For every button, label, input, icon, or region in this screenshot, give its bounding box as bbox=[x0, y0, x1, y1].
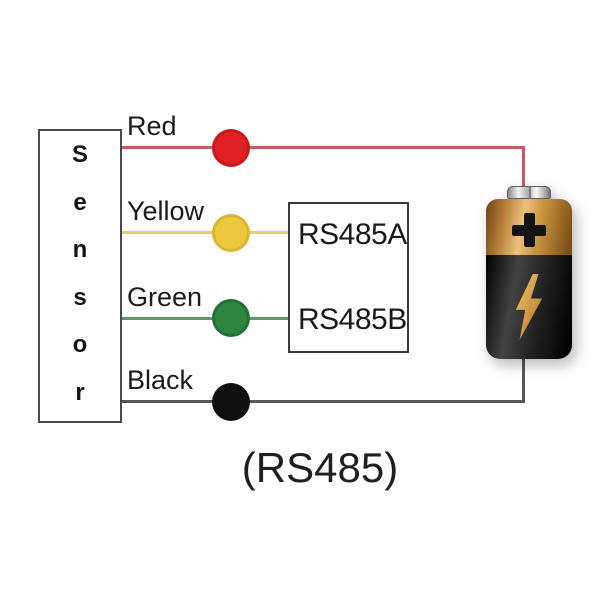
rs485-module-box: RS485A RS485B bbox=[288, 202, 409, 353]
sensor-box: S e n s o r bbox=[38, 129, 122, 423]
sensor-letter: n bbox=[72, 236, 88, 264]
green-connector-dot bbox=[212, 299, 250, 337]
rs485a-port-label: RS485A bbox=[298, 218, 407, 251]
red-connector-dot bbox=[212, 129, 250, 167]
green-wire bbox=[122, 317, 288, 320]
sensor-letter: e bbox=[73, 188, 87, 216]
plus-icon bbox=[512, 213, 546, 247]
red-wire bbox=[122, 146, 525, 149]
red-wire-vertical bbox=[522, 146, 525, 188]
diagram-caption: (RS485) bbox=[241, 444, 399, 491]
battery-terminal-cap bbox=[507, 186, 551, 199]
black-wire-label: Black bbox=[127, 365, 194, 395]
black-connector-dot bbox=[212, 383, 250, 421]
battery-positive-section bbox=[486, 199, 572, 255]
lightning-bolt-icon bbox=[515, 274, 543, 340]
yellow-wire bbox=[122, 231, 288, 234]
black-wire-vertical bbox=[522, 357, 525, 403]
green-wire-label: Green bbox=[127, 282, 203, 312]
sensor-letter: o bbox=[72, 331, 88, 359]
sensor-letter: r bbox=[75, 378, 85, 406]
sensor-letter: S bbox=[71, 141, 88, 168]
yellow-connector-dot bbox=[212, 214, 250, 252]
red-wire-label: Red bbox=[127, 111, 177, 141]
rs485b-port-label: RS485B bbox=[298, 303, 407, 336]
sensor-letter: s bbox=[73, 283, 87, 311]
black-wire bbox=[122, 400, 525, 403]
battery bbox=[486, 186, 572, 359]
battery-negative-section bbox=[486, 255, 572, 359]
yellow-wire-label: Yellow bbox=[127, 196, 205, 226]
